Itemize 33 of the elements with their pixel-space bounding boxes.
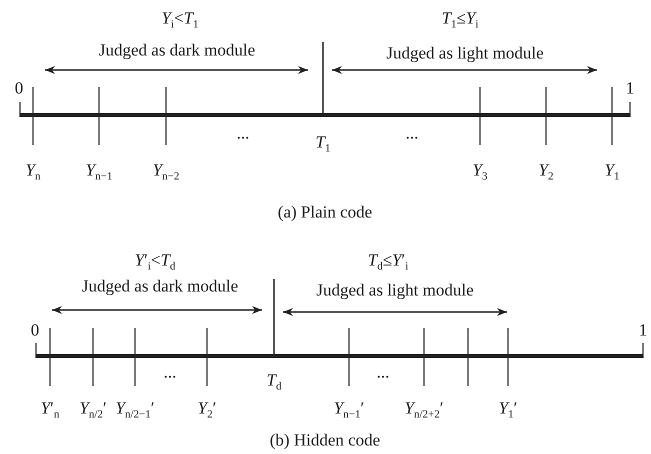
- value-label: Y$_{n−1}$: [86, 161, 112, 183]
- range-label: Judged as light module: [316, 282, 474, 298]
- range-label: Judged as light module: [386, 44, 544, 62]
- ellipsis: ...: [376, 364, 390, 380]
- threshold-label: T$_{1}$: [316, 133, 330, 155]
- value-label: Y$_{n/2+2}$′: [404, 399, 444, 421]
- value-label: Y$_{n/2}$′: [79, 399, 107, 421]
- caption: (a) Plain code: [278, 204, 372, 220]
- math-label: T$_{d}$≤Y′$_{i}$: [368, 251, 408, 273]
- value-label: Y$_{n}$: [26, 161, 40, 183]
- value-label: Y$_{n−1}$′: [334, 399, 364, 421]
- math-label: Y$_{i}$<T$_{1}$: [161, 9, 199, 31]
- range-label: Judged as dark module: [98, 42, 256, 58]
- value-label: Y$_{n−2}$: [152, 161, 180, 183]
- value-label: Y$_{n/2−1}$′: [116, 399, 154, 421]
- axis-label: 1: [626, 80, 634, 96]
- value-label: Y$_{1}$′: [498, 399, 518, 421]
- value-label: Y$_{3}$: [472, 161, 488, 183]
- range-label: Judged as dark module: [82, 278, 238, 294]
- axis-label: 0: [14, 80, 24, 96]
- value-label: Y$_{2}$′: [198, 399, 216, 421]
- axis-label: 1: [638, 322, 648, 338]
- threshold-label: T$_{d}$: [266, 371, 282, 393]
- math-label: T$_{1}$≤Y$_{i}$: [442, 9, 478, 31]
- value-label: Y$_{1}$: [604, 161, 620, 183]
- math-label: Y′$_{i}$<T$_{d}$: [134, 251, 176, 273]
- value-label: Y$_{2}$: [538, 161, 554, 183]
- value-label: Y′$_{n}$: [40, 399, 60, 421]
- ellipsis: ...: [406, 124, 418, 142]
- caption: (b) Hidden code: [270, 432, 380, 448]
- axis-label: 0: [30, 322, 40, 338]
- ellipsis: ...: [164, 364, 176, 380]
- ellipsis: ...: [236, 124, 250, 142]
